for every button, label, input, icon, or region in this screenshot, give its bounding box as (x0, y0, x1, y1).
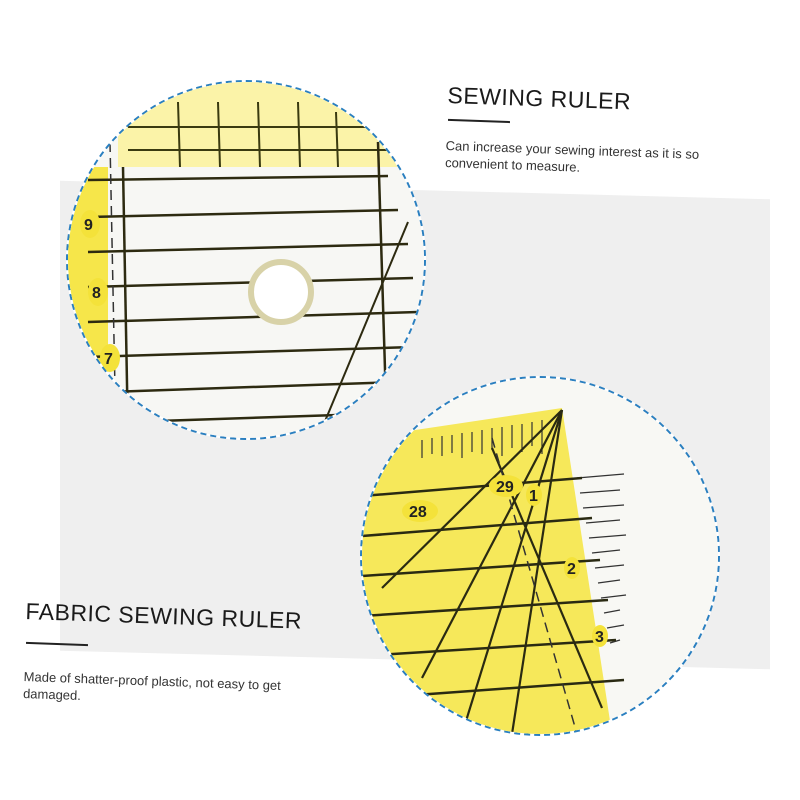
ruler-number-9: 9 (84, 217, 93, 234)
right-ticks (576, 473, 627, 644)
ruler-bottom-numbers: 28 29 1 2 3 (402, 475, 608, 647)
ruler-closeup-bottom: 28 29 1 2 3 (360, 376, 720, 736)
sewing-ruler-title: SEWING RULER (447, 82, 632, 115)
ruler-number-29: 29 (496, 479, 514, 496)
ruler-bottom-illustration: 28 29 1 2 3 (362, 378, 718, 734)
ruler-number-3: 3 (595, 629, 604, 646)
fabric-sewing-ruler-description: Made of shatter-proof plastic, not easy … (22, 668, 282, 703)
ruler-number-2: 2 (567, 561, 576, 578)
ruler-top-illustration: 9 8 7 (68, 82, 424, 438)
ruler-hole (248, 259, 314, 325)
ruler-number-8: 8 (92, 285, 101, 302)
top-ticks (421, 420, 543, 458)
grid-strip-top (118, 82, 398, 168)
ruler-number-28: 28 (409, 504, 427, 521)
ruler-top-numbers: 9 8 7 (80, 210, 120, 372)
sewing-ruler-description: Can increase your sewing interest as it … (444, 137, 700, 175)
horizontal-lines (87, 174, 419, 424)
title-underline-top (447, 118, 511, 124)
horizontal-lines (362, 476, 625, 698)
ruler-number-7: 7 (104, 351, 113, 368)
ruler-closeup-top: 9 8 7 (66, 80, 426, 440)
ruler-number-1: 1 (529, 488, 538, 505)
